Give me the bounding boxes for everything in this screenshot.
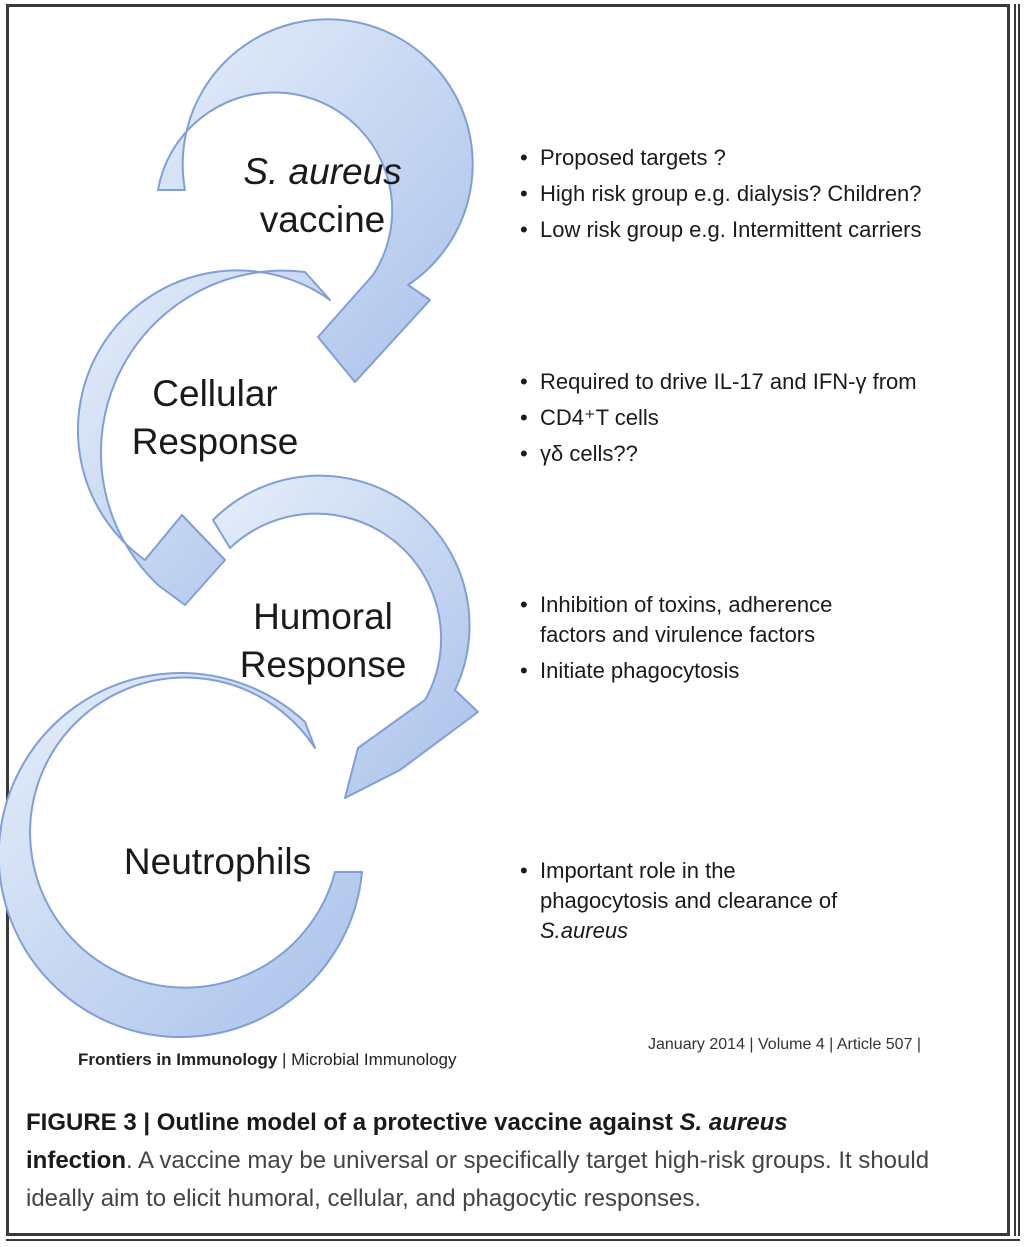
neutrophils-label: Neutrophils: [123, 841, 312, 882]
caption-figure-label: FIGURE 3 | Outline model of a protective…: [26, 1109, 680, 1136]
caption-organism: S. aureus: [679, 1109, 788, 1136]
humoral-label-line2: Response: [239, 644, 407, 685]
note-item: High risk group e.g. dialysis? Children?: [520, 179, 1000, 209]
cellular-label-line2: Response: [131, 421, 299, 462]
note-item: Inhibition of toxins, adherence factors …: [520, 590, 900, 650]
note-item: Proposed targets ?: [520, 143, 1000, 173]
humoral-cycle-arrow: [212, 474, 479, 799]
vaccine-cycle-arrow: [157, 18, 474, 383]
note-item: γδ cells??: [520, 439, 1000, 469]
issue-line: January 2014 | Volume 4 | Article 507 |: [648, 1036, 922, 1053]
caption-lead-end: infection: [26, 1147, 126, 1174]
figure-caption: FIGURE 3 | Outline model of a protective…: [26, 1104, 996, 1218]
stage-label-vaccine: S. aureus vaccine: [225, 148, 420, 244]
notes-neutrophils: Important role in the phagocytosis and c…: [520, 856, 860, 952]
stage-label-humoral: Humoral Response: [228, 593, 418, 689]
neutrophils-note-organism: S.aureus: [540, 918, 629, 943]
page-edge-bottom: [6, 1239, 1020, 1243]
cellular-cycle-arrow: [77, 269, 331, 606]
note-item: Low risk group e.g. Intermittent carrier…: [520, 215, 1000, 245]
vaccine-label-word: vaccine: [259, 199, 386, 240]
note-item: CD4⁺T cells: [520, 403, 1000, 433]
note-item: Initiate phagocytosis: [520, 656, 900, 686]
journal-section: Microbial Immunology: [291, 1050, 457, 1069]
caption-body: . A vaccine may be universal or specific…: [26, 1147, 930, 1212]
vaccine-label-organism: S. aureus: [243, 151, 402, 192]
note-item: Required to drive IL-17 and IFN-γ from: [520, 367, 1000, 397]
stage-label-cellular: Cellular Response: [120, 370, 310, 466]
humoral-label-line1: Humoral: [253, 596, 393, 637]
stage-label-neutrophils: Neutrophils: [100, 838, 335, 886]
neutrophils-note-text: Important role in the phagocytosis and c…: [540, 858, 838, 913]
notes-cellular: Required to drive IL-17 and IFN-γ from C…: [520, 367, 1000, 475]
notes-vaccine: Proposed targets ? High risk group e.g. …: [520, 143, 1000, 251]
journal-line: Frontiers in Immunology | Microbial Immu…: [78, 1050, 457, 1069]
cellular-label-line1: Cellular: [152, 373, 278, 414]
notes-humoral: Inhibition of toxins, adherence factors …: [520, 590, 900, 692]
page-edge-right: [1014, 4, 1020, 1236]
note-item: Important role in the phagocytosis and c…: [520, 856, 860, 946]
neutrophils-cycle-arrow: [0, 672, 363, 1039]
journal-name: Frontiers in Immunology: [78, 1050, 278, 1069]
